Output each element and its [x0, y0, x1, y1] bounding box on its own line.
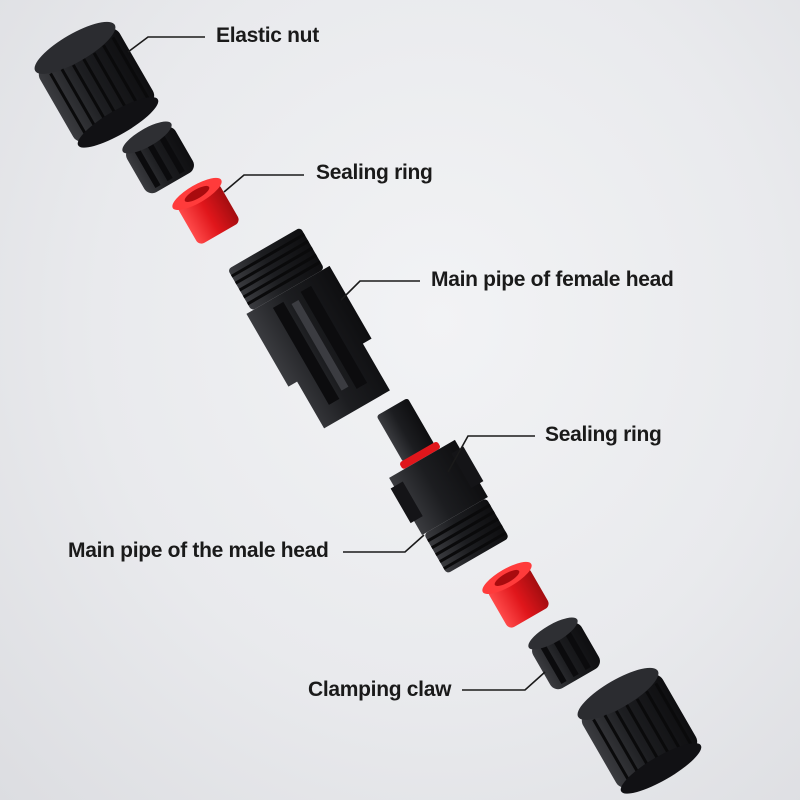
elastic-nut-bottom	[577, 667, 702, 794]
leader-male-head	[343, 534, 425, 553]
label-sealing-ring-top: Sealing ring	[316, 161, 433, 184]
label-sealing-ring-mid: Sealing ring	[545, 423, 662, 446]
elastic-nut-top	[34, 21, 159, 148]
label-male-head-pipe: Main pipe of the male head	[68, 539, 329, 562]
leader-sealing-ring-top	[223, 174, 304, 193]
clamping-claw-top	[122, 121, 194, 194]
clamping-claw-bottom	[528, 617, 600, 690]
sealing-ring-bottom	[482, 561, 549, 628]
label-clamping-claw: Clamping claw	[308, 678, 452, 701]
leader-female-head	[340, 280, 420, 301]
sealing-ring-top	[172, 177, 239, 244]
leader-elastic-nut	[127, 36, 205, 53]
male-head-pipe	[377, 398, 508, 573]
leader-sealing-ring-mid	[447, 435, 535, 473]
label-female-head-pipe: Main pipe of female head	[431, 268, 674, 291]
female-head-pipe	[229, 228, 390, 429]
label-elastic-nut: Elastic nut	[216, 24, 319, 47]
leader-clamping-claw	[462, 671, 546, 691]
